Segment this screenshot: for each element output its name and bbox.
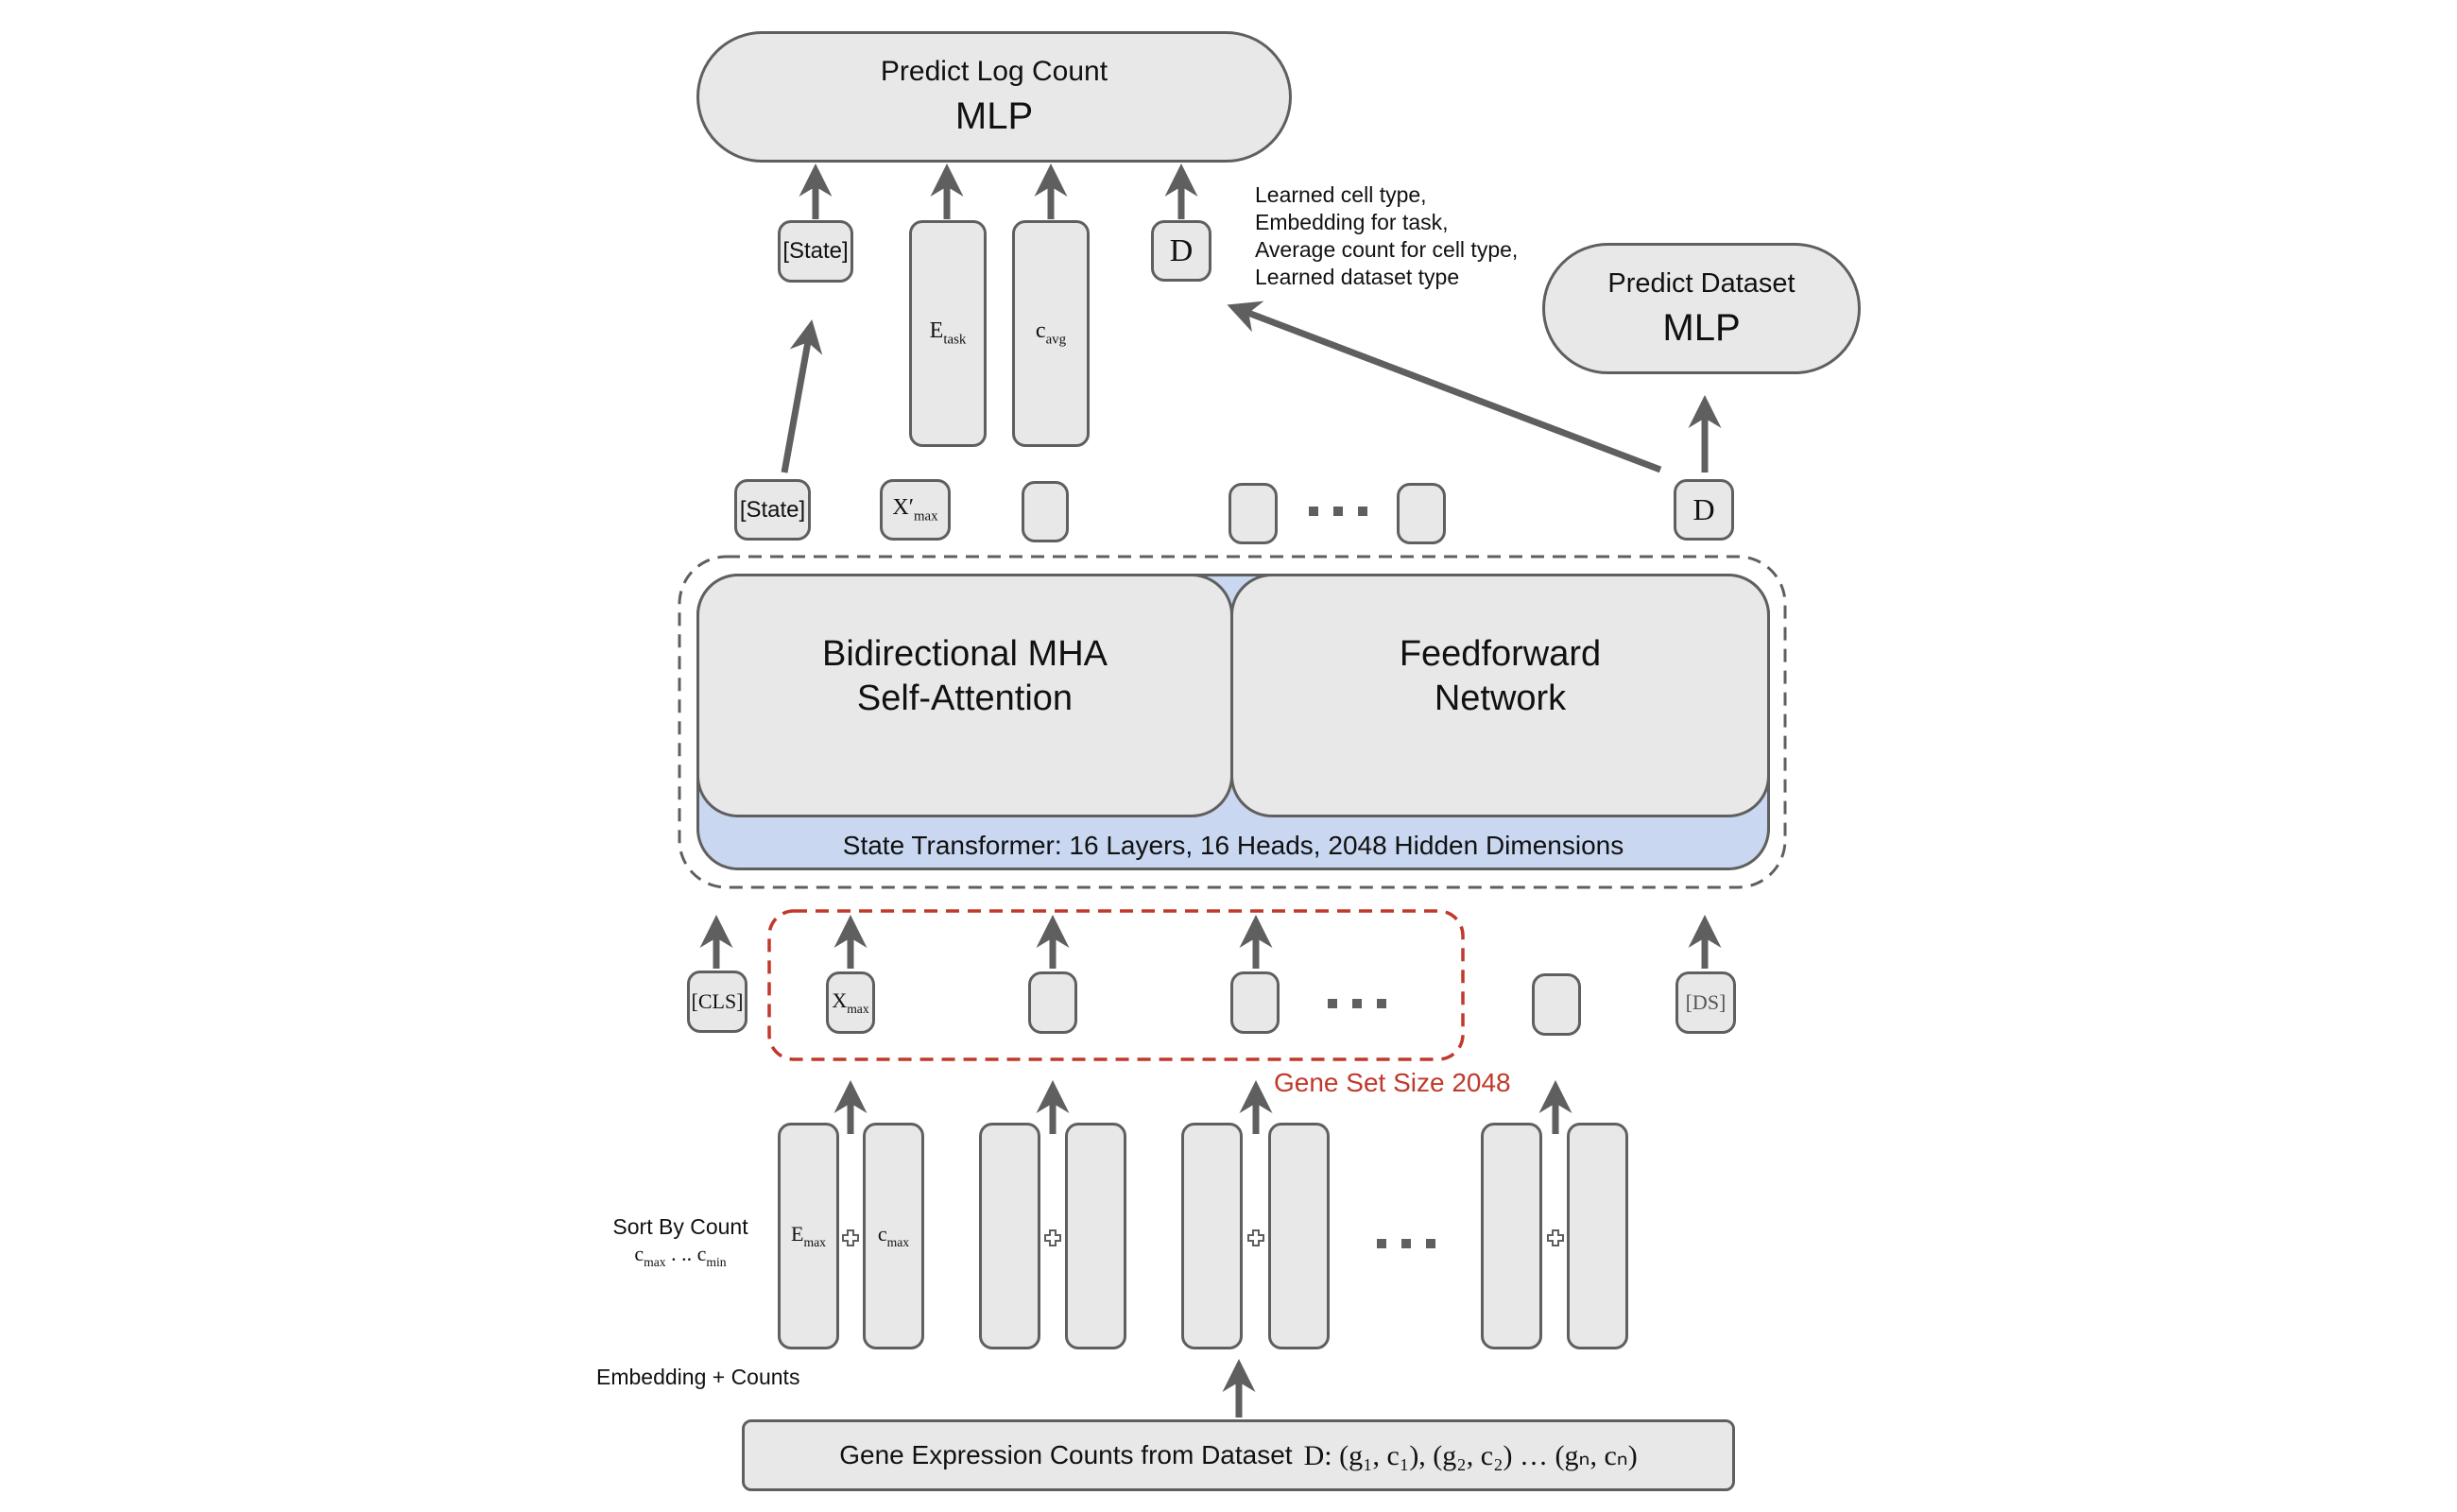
inputs-annotation: Learned cell type, Embedding for task, A… bbox=[1255, 181, 1518, 291]
mlp-input-state-token: [State] bbox=[778, 220, 853, 283]
embedding-column-emax: Emax bbox=[778, 1123, 839, 1349]
embedding-column bbox=[1481, 1123, 1542, 1349]
transformer-caption: State Transformer: 16 Layers, 16 Heads, … bbox=[842, 831, 1624, 860]
embedding-column bbox=[979, 1123, 1040, 1349]
mlp-input-etask-token: Etask bbox=[909, 220, 987, 447]
transformer-dashed-outline bbox=[678, 555, 1787, 889]
annotation-line: Embedding for task, bbox=[1255, 210, 1449, 234]
input-token-blank bbox=[1230, 971, 1280, 1034]
plus-icon bbox=[842, 1229, 859, 1246]
output-d-token: D bbox=[1674, 479, 1734, 541]
output-token-blank bbox=[1228, 483, 1278, 544]
gene-set-size-label: Gene Set Size 2048 bbox=[1274, 1068, 1511, 1097]
plus-icon bbox=[1044, 1229, 1061, 1246]
arrow-state-up bbox=[781, 319, 823, 473]
source-prefix: Gene Expression Counts from Dataset bbox=[839, 1440, 1293, 1469]
input-token-blank bbox=[1532, 973, 1581, 1036]
output-state-token: [State] bbox=[734, 479, 811, 541]
gene-set-dashed-outline bbox=[767, 909, 1465, 1061]
mlp-input-d-token: D bbox=[1151, 220, 1211, 282]
count-column bbox=[1065, 1123, 1126, 1349]
input-ds-token: [DS] bbox=[1675, 971, 1736, 1034]
input-token-blank bbox=[1028, 971, 1077, 1034]
annotation-line: Learned dataset type bbox=[1255, 265, 1460, 289]
plus-icon bbox=[1547, 1229, 1564, 1246]
count-column bbox=[1268, 1123, 1330, 1349]
attention-block: Bidirectional MHA Self-Attention bbox=[696, 574, 1233, 817]
predict-dataset-title: Predict Dataset bbox=[1607, 267, 1796, 299]
input-xmax-token: Xmax bbox=[826, 971, 875, 1034]
sort-range: cmax . .. cmin bbox=[634, 1242, 727, 1270]
output-token-blank bbox=[1022, 481, 1069, 542]
count-column bbox=[1567, 1123, 1628, 1349]
cavg-label: cavg bbox=[1035, 318, 1067, 348]
predict-log-count-mlp: Predict Log Count MLP bbox=[696, 31, 1292, 163]
mlp-input-cavg-token: cavg bbox=[1012, 220, 1090, 447]
annotation-line: Average count for cell type, bbox=[1255, 237, 1519, 262]
output-ellipsis bbox=[1309, 507, 1367, 516]
sort-by-count-label: Sort By Count cmax . .. cmin bbox=[605, 1214, 756, 1270]
input-ellipsis bbox=[1328, 999, 1386, 1008]
arrow-d-diagonal bbox=[1227, 301, 1662, 473]
annotation-line: Learned cell type, bbox=[1255, 182, 1427, 207]
predict-dataset-mlp: Predict Dataset MLP bbox=[1542, 243, 1861, 374]
source-formula: D: (g₁, c₁), (g₂, c₂) … (gₙ, cₙ) bbox=[1303, 1439, 1638, 1471]
plus-icon bbox=[1247, 1229, 1264, 1246]
feedforward-block: Feedforward Network bbox=[1230, 574, 1770, 817]
input-cls-token: [CLS] bbox=[687, 971, 747, 1033]
output-token-blank bbox=[1397, 483, 1446, 544]
embedding-ellipsis bbox=[1377, 1239, 1435, 1248]
etask-label: Etask bbox=[929, 318, 967, 348]
count-column-cmax: cmax bbox=[863, 1123, 924, 1349]
gene-expression-source: Gene Expression Counts from Dataset D: (… bbox=[742, 1419, 1735, 1491]
predict-dataset-label: MLP bbox=[1662, 306, 1741, 349]
embedding-counts-label: Embedding + Counts bbox=[596, 1365, 800, 1389]
predict-log-count-label: MLP bbox=[954, 95, 1034, 137]
predict-log-count-title: Predict Log Count bbox=[880, 56, 1108, 87]
embedding-column bbox=[1181, 1123, 1243, 1349]
output-xprime-max-token: X′max bbox=[880, 479, 951, 541]
